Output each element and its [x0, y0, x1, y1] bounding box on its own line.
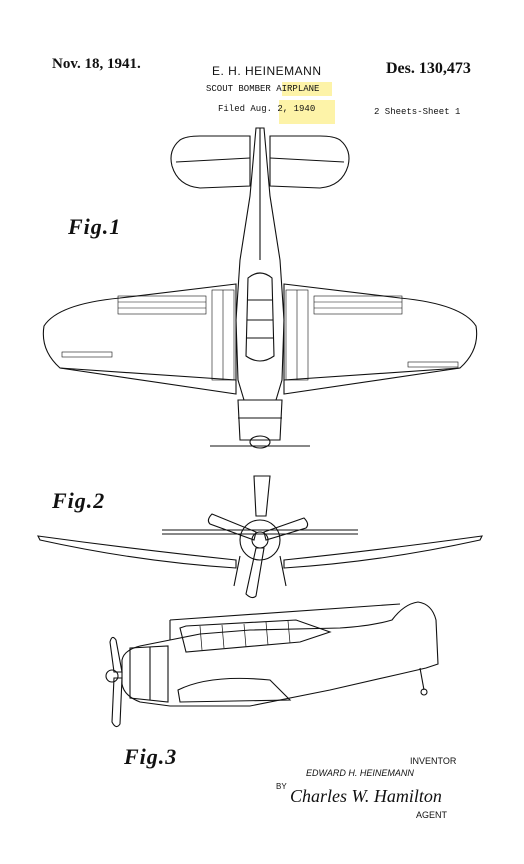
design-number: Des. 130,473 [386, 60, 471, 77]
fig2-label: Fig.2 [52, 488, 106, 513]
inventor-label: INVENTOR [410, 756, 457, 766]
fig3-label: Fig.3 [124, 744, 178, 769]
inventor-full-name: EDWARD H. HEINEMANN [306, 768, 414, 778]
highlight-filed-date [279, 100, 335, 124]
agent-signature: Charles W. Hamilton [290, 786, 442, 806]
highlight-airplane [282, 82, 332, 96]
sheet-count: 2 Sheets-Sheet 1 [374, 107, 461, 117]
by-label: BY [276, 782, 287, 791]
header-inventor: E. H. HEINEMANN [212, 64, 322, 78]
patent-title: SCOUT BOMBER AIRPLANE [206, 84, 320, 94]
agent-label: AGENT [416, 810, 448, 820]
fig1-label: Fig.1 [68, 214, 122, 239]
patent-date: Nov. 18, 1941. [52, 56, 141, 72]
filed-date: Filed Aug. 2, 1940 [218, 104, 316, 114]
